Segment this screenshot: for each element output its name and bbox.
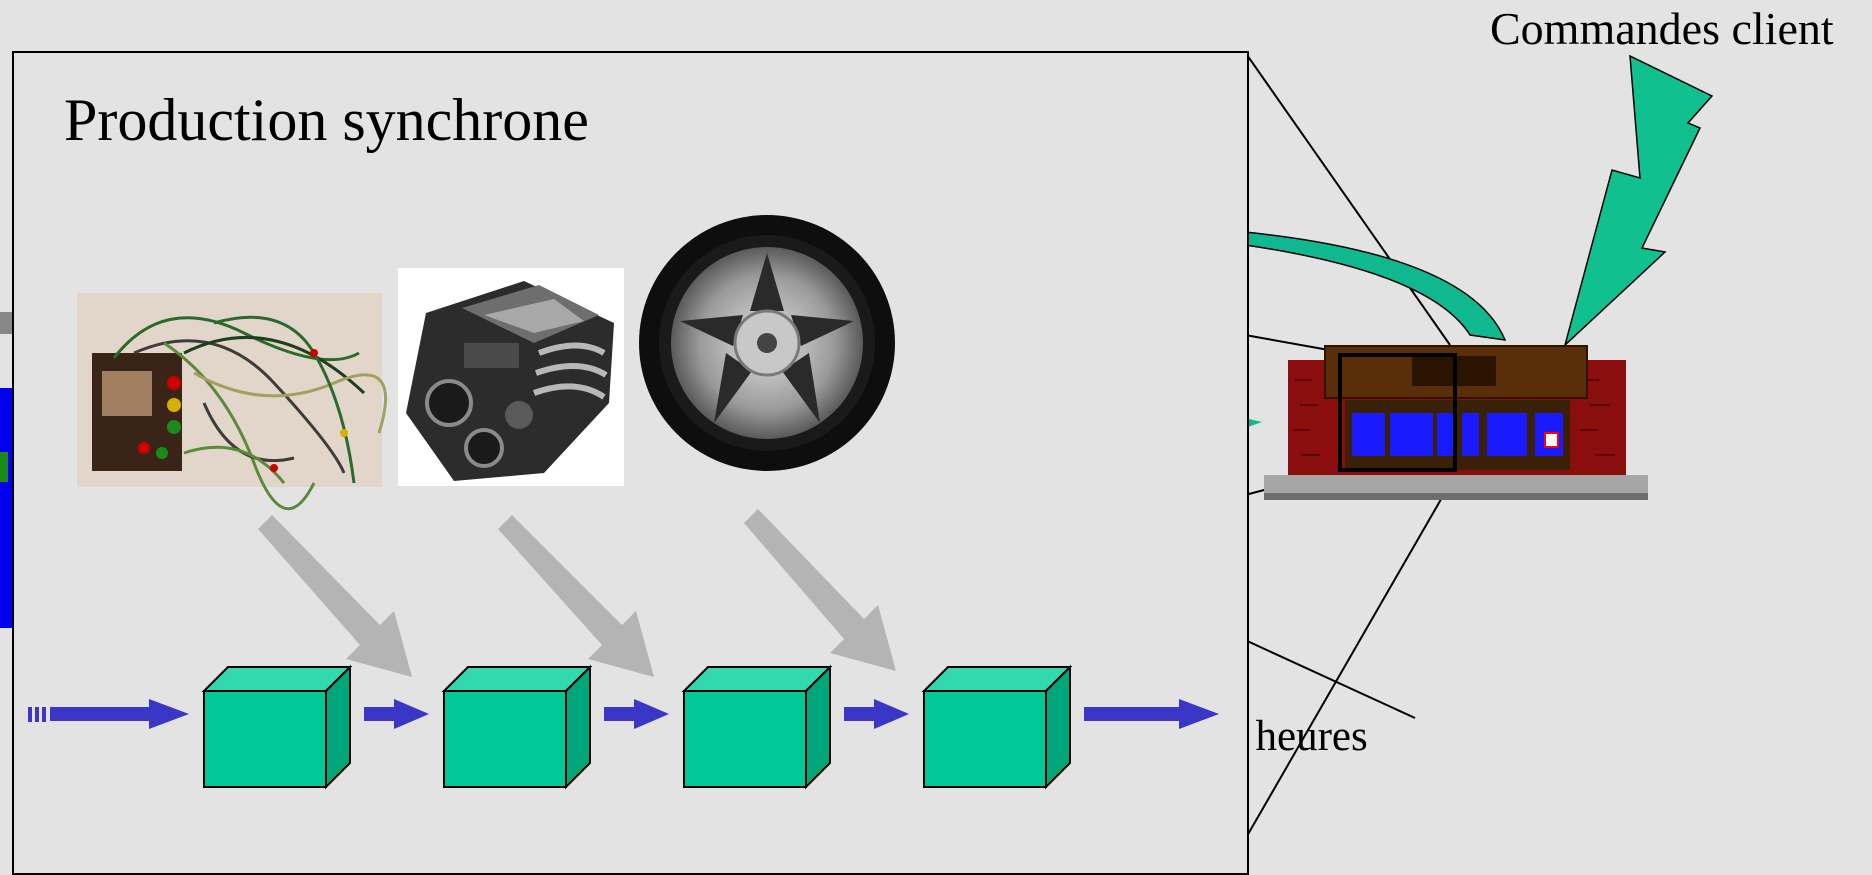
production-panel: Production synchrone — [12, 51, 1249, 875]
workstation-2 — [441, 664, 593, 790]
wheel-image — [639, 215, 895, 471]
panel-title: Production synchrone — [64, 87, 589, 153]
green-arrow-tip — [1245, 418, 1262, 428]
callout-line — [1246, 474, 1456, 837]
feed-arrows — [258, 509, 896, 677]
lightning-bolt-icon — [1563, 54, 1714, 348]
label-heures-fragment: s heures — [1228, 713, 1368, 760]
gray-fragment — [0, 312, 12, 334]
production-diagram — [28, 215, 1219, 790]
slide-canvas: Commandes client s heures Production syn… — [0, 3, 1834, 875]
wiring-harness-image — [77, 293, 388, 511]
workstation-1 — [201, 664, 353, 790]
connector-line — [1244, 639, 1416, 719]
engine-image — [398, 268, 624, 486]
workstations — [201, 664, 1073, 790]
background-slide-graphics — [0, 54, 1714, 837]
label-commandes-client: Commandes client — [1490, 3, 1834, 54]
workstation-3 — [681, 664, 833, 790]
green-curved-arrow — [1244, 231, 1507, 341]
workstation-4 — [921, 664, 1073, 790]
callout-line — [1246, 54, 1451, 346]
shop-icon — [1264, 345, 1648, 500]
flow-arrows — [28, 699, 1219, 729]
blue-fragment — [0, 388, 12, 628]
green-fragment — [0, 452, 8, 482]
